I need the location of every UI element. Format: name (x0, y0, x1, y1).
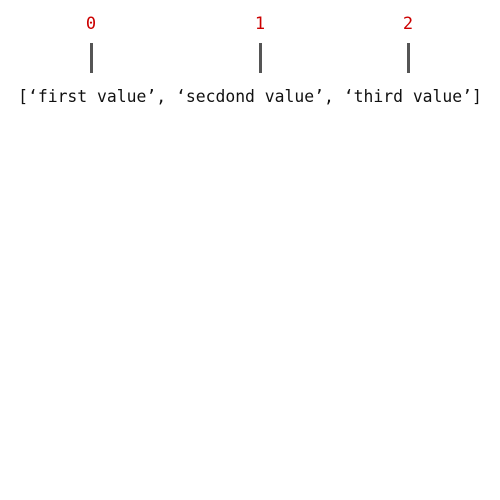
index-label-1: 1 (254, 14, 266, 34)
index-marker-0 (89, 43, 93, 73)
array-literal: [‘first value’, ‘secdond value’, ‘third … (18, 87, 482, 106)
index-marker-1 (258, 43, 262, 73)
index-label-0: 0 (85, 14, 97, 34)
index-marker-2 (406, 43, 410, 73)
index-label-2: 2 (402, 14, 414, 34)
